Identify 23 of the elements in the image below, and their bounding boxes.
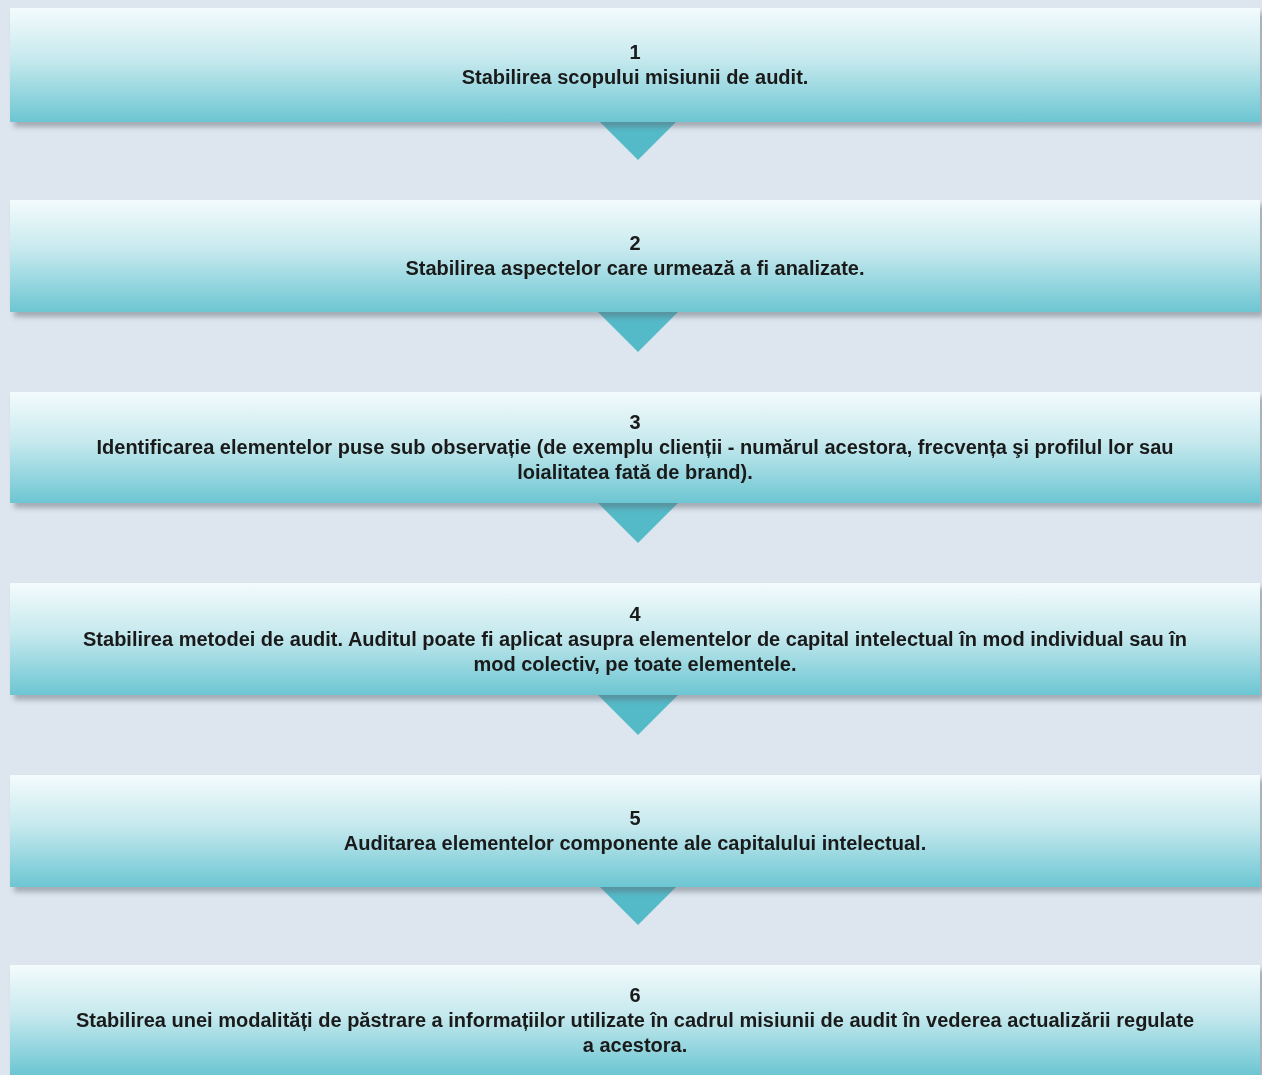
step-number: 4 bbox=[629, 601, 641, 627]
step-number: 2 bbox=[629, 231, 641, 256]
step-description: Stabilirea unei modalități de păstrare a informațiilor utilizate în cadrul misiunii de audit în vederea actualizării regulate a acestora. bbox=[74, 1007, 1196, 1058]
step-number: 6 bbox=[629, 982, 641, 1008]
step-number: 5 bbox=[629, 806, 641, 831]
step-box bbox=[10, 8, 1260, 122]
step-number: 1 bbox=[629, 40, 641, 65]
step-box bbox=[10, 200, 1260, 312]
step-description: Identificarea elementelor puse sub observație (de exemplu clienții - numărul acestora, frecvența şi profilul lor sau loialitatea fată de brand). bbox=[95, 435, 1175, 485]
step-description: Stabilirea metodei de audit. Auditul poate fi aplicat asupra elementelor de capital intelectual în mod individual sau în mod colectiv, pe toate elementele. bbox=[82, 626, 1188, 677]
step-box bbox=[10, 583, 1260, 695]
step-box bbox=[10, 392, 1260, 503]
down-arrow bbox=[598, 120, 678, 160]
step-box bbox=[10, 775, 1260, 887]
step-description: Stabilirea scopului misiunii de audit. bbox=[461, 65, 809, 90]
down-arrow bbox=[598, 695, 678, 735]
step-box bbox=[10, 965, 1260, 1075]
step-description: Stabilirea aspectelor care urmează a fi analizate. bbox=[405, 256, 865, 281]
step-number: 3 bbox=[629, 410, 641, 435]
down-arrow bbox=[598, 503, 678, 543]
down-arrow bbox=[598, 312, 678, 352]
step-description: Auditarea elementelor componente ale capitalului intelectual. bbox=[343, 831, 927, 856]
down-arrow bbox=[598, 885, 678, 925]
